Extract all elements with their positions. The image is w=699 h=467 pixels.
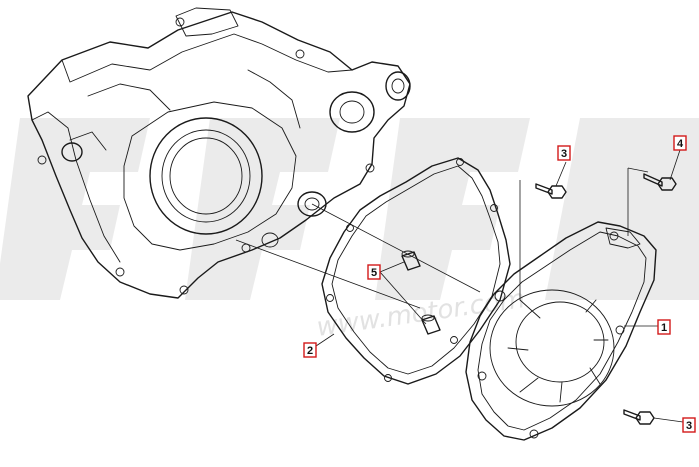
callout-5-label: 5 [371,267,377,279]
callout-3b: 3 [682,417,696,433]
cover-bolt-hole-5 [615,325,625,335]
crankcase-gasket-flange [123,101,297,251]
gasket-bolt-hole-3 [326,294,334,302]
callout-3a-box [557,145,571,161]
leader-callout-3b [653,417,684,423]
watermark-letter-2 [185,118,340,300]
crankcase-dowel-hole [261,232,279,248]
water-pump-housing [329,91,375,133]
callout-2-label: 2 [307,345,313,357]
cover-bolt-hole-2 [494,290,506,302]
watermark-letter-1 [0,118,150,300]
cylinder-bore-inner [161,129,251,223]
dowel-pin-upper [401,250,421,271]
watermark-letter-3 [375,118,530,300]
crankcase-outline [27,11,411,299]
coolant-outlet-pipe [385,71,411,101]
watermark-letter-4 [545,118,699,300]
crankcase-bearing-boss [61,142,83,162]
callout-1-box [657,319,671,335]
crankcase-bolt-hole-1 [37,155,47,165]
gasket-bolt-hole-5 [384,374,392,382]
crankcase-bolt-hole-7 [365,163,375,173]
callout-4: 4 [673,135,687,151]
gasket-bolt-hole-2 [490,204,498,212]
coolant-outlet-bore [391,78,405,94]
dowel-pin-lower [421,314,441,335]
cover-bolt-hole-1 [609,231,619,241]
ignition-cover [465,221,657,441]
bolt-upper-left [535,183,567,199]
leader-callout-2 [315,333,335,347]
dowel-pins [401,250,441,335]
crankcase-bolt-hole-2 [115,267,125,277]
gasket-inner-edge [331,165,501,375]
crankcase-bolt-hole-5 [175,17,185,27]
alignment-line-top-bolt-b [627,167,649,173]
gasket-bolt-hole-6 [450,336,458,344]
leader-callout-4 [669,149,681,181]
callout-4-label: 4 [677,138,684,150]
crankcase [27,7,411,299]
callout-5-box [367,264,381,280]
leader-lines [235,149,684,423]
crankshaft-seal-bore [304,197,320,211]
callout-2-box [303,342,317,358]
crankcase-top-mount [175,7,239,37]
alignment-line-crank [311,203,481,293]
callout-4-box [673,135,687,151]
callout-1: 1 [657,319,671,335]
gasket-bolt-hole-1 [456,158,464,166]
callout-3a: 3 [557,145,571,161]
leader-callout-3a [555,161,567,187]
crankcase-top-flange [61,33,353,83]
water-pump-inlet [339,100,365,124]
crankcase-bolt-hole-3 [179,285,189,295]
cover-bolt-hole-4 [529,429,539,439]
crankcase-inner-rib [69,69,301,151]
callout-3b-label: 3 [686,420,692,432]
gasket-outer-edge [321,157,511,385]
crankcase-bolt-hole-6 [295,49,305,59]
cover-top-boss [605,227,641,249]
cover-outline [465,221,657,441]
cover-gasket [321,157,511,385]
cover-dome [489,289,615,407]
callout-1-label: 1 [661,322,667,334]
callout-3b-box [682,417,696,433]
callout-5: 5 [367,264,381,280]
gasket-bolt-hole-4 [346,224,354,232]
bolt-lower [623,409,655,425]
leader-callout-5-lower [379,271,427,325]
cover-bolt-hole-3 [477,371,487,381]
watermark: www.motor.com [0,118,699,343]
bolt-upper-right [643,173,677,191]
cover-ribs [507,299,609,403]
cylinder-bore-core [169,137,243,215]
alignment-line-dowel [235,239,421,309]
leader-callout-5-upper [379,261,405,273]
callout-2: 2 [303,342,317,358]
cover-dome-inner [515,301,605,383]
cover-rim [477,231,647,431]
crankshaft-seal-boss [297,191,327,217]
callout-3a-label: 3 [561,148,567,160]
cylinder-bore-outer [149,117,263,235]
